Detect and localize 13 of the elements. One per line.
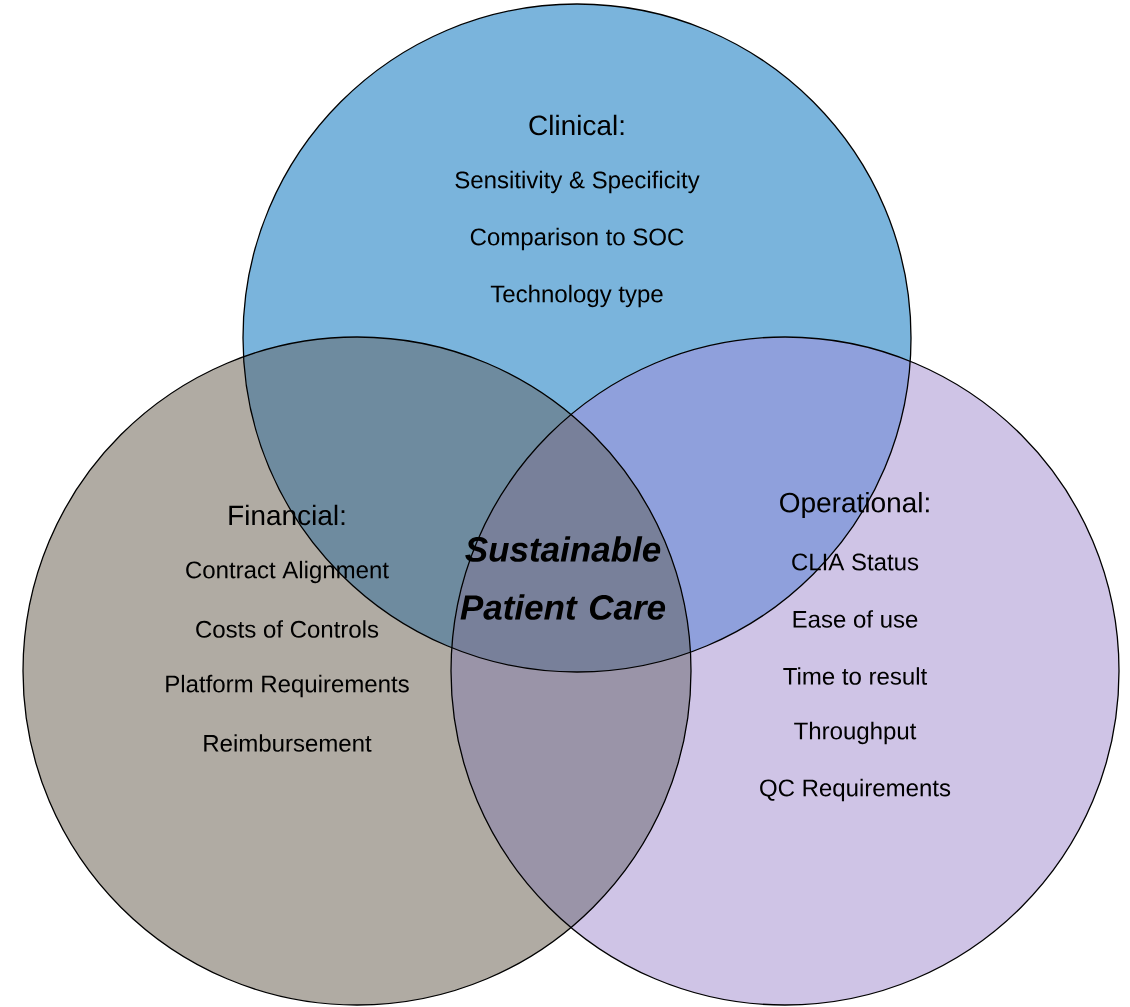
venn-circle bbox=[22, 336, 692, 1006]
circle-item: Time to result bbox=[783, 667, 928, 685]
circle-item: Reimbursement bbox=[204, 734, 372, 752]
venn-circle bbox=[450, 336, 1120, 1006]
circle-item: Throughput bbox=[794, 721, 917, 745]
circle-item: QC Requirements bbox=[760, 778, 951, 802]
circle-item: Ease of use bbox=[793, 610, 918, 628]
circle-item: Comparison to SOC bbox=[470, 227, 684, 251]
circle-item: Sensitivity & Specificity bbox=[455, 170, 700, 194]
circle-item: Technology type bbox=[490, 284, 663, 308]
circle-heading: Clinical: bbox=[529, 114, 624, 136]
circle-item: Costs of Controls bbox=[196, 620, 379, 638]
circle-item: Platform Requirements bbox=[166, 674, 409, 698]
